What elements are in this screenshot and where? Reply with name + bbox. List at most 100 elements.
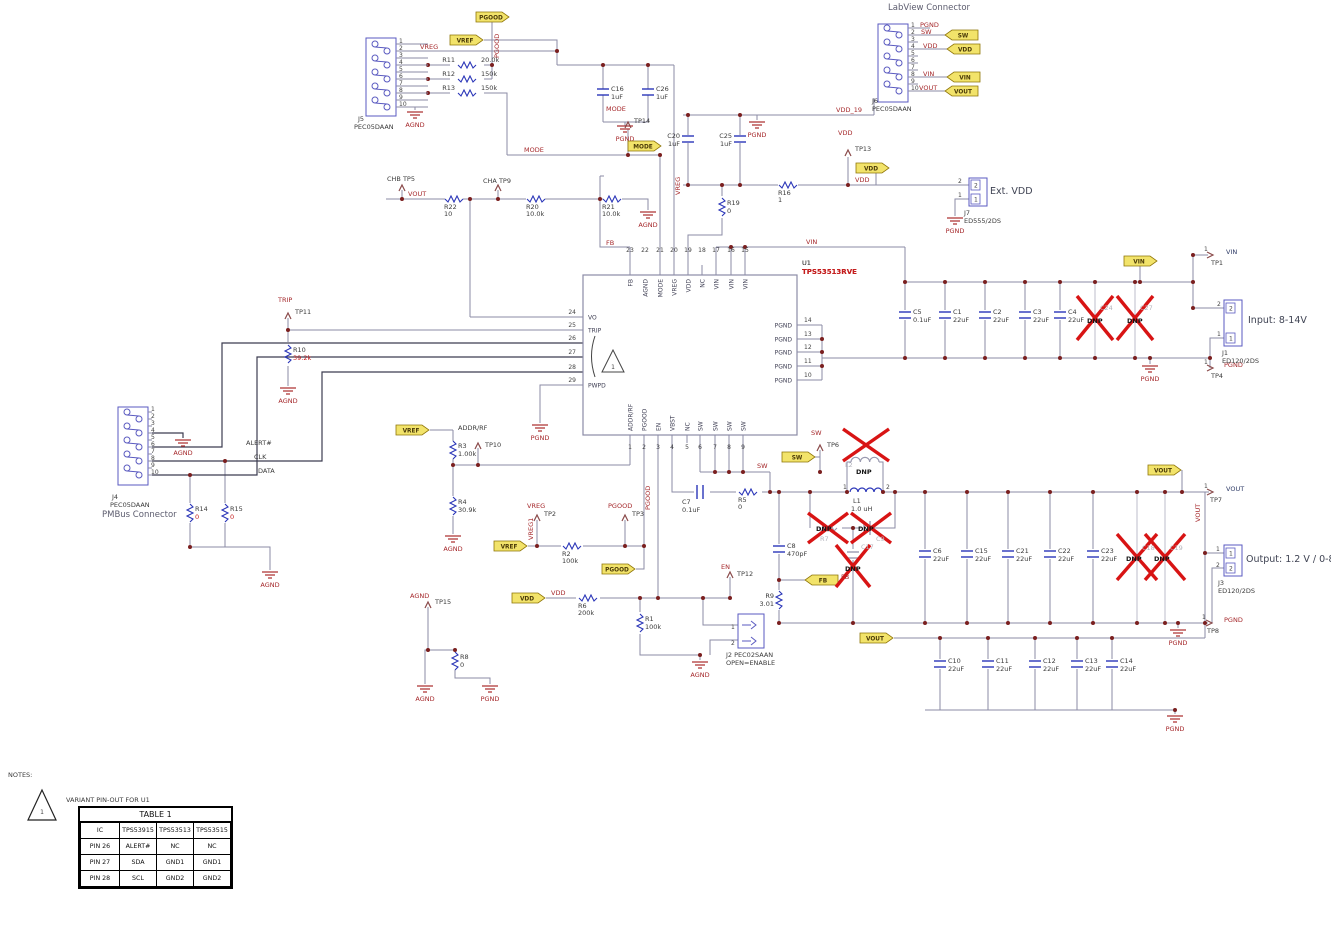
label-1: 1 (1217, 331, 1221, 338)
u1-pin-number: 23 (626, 247, 634, 254)
junction-dot (965, 490, 969, 494)
label-22uf: 22uF (933, 555, 949, 563)
u1-pin-number: 9 (741, 444, 745, 451)
pin-circle (895, 73, 903, 81)
label-470pf: 470pF (787, 550, 808, 558)
junction-dot (768, 490, 772, 494)
junction-dot (1091, 621, 1095, 625)
pin-circle (895, 45, 903, 53)
junction-dot (453, 648, 457, 652)
label-0-1uf: 0.1uF (913, 316, 931, 324)
label-0-1uf: 0.1uF (682, 506, 700, 514)
label-tp7: TP7 (1209, 496, 1222, 504)
pin-number: 9 (151, 462, 155, 469)
label-open-enable: OPEN=ENABLE (726, 659, 775, 667)
label-r15: R15 (230, 505, 243, 513)
testpoint-icon (398, 183, 406, 192)
junction-dot (1093, 280, 1097, 284)
pin-number: 5 (911, 50, 915, 57)
junction-dot (777, 621, 781, 625)
u1-pin-name: SW (713, 421, 720, 431)
u1-pin-name: PGND (775, 364, 793, 371)
pin-circle (895, 59, 903, 67)
agnd-label: AGND (405, 121, 424, 129)
label-tp12: TP12 (736, 570, 753, 578)
testpoint-icon (424, 600, 432, 609)
connector-j5 (365, 37, 397, 117)
label-vin: VIN (1226, 248, 1237, 256)
label-j5: J5 (357, 115, 364, 123)
junction-dot (1135, 490, 1139, 494)
pin-number: 4 (399, 59, 403, 66)
label-r1: R1 (645, 615, 654, 623)
label-r11: R11 (442, 56, 455, 64)
junction-dot (496, 197, 500, 201)
pin-circle (383, 47, 391, 55)
agnd-label: AGND (173, 449, 192, 457)
junction-dot (1173, 708, 1177, 712)
label-clk: CLK (254, 453, 267, 461)
junction-dot (820, 350, 824, 354)
junction-dot (777, 578, 781, 582)
pin-number: 6 (399, 73, 403, 80)
net-flag-label: VREF (403, 428, 420, 434)
junction-dot (656, 596, 660, 600)
label-vreg: VREG (527, 502, 545, 510)
dnp-x-mark (1143, 532, 1187, 582)
u1-pin-number: 25 (568, 322, 576, 329)
dnp-x-mark (806, 511, 850, 545)
resistor-glyph (602, 194, 622, 204)
u1-pin-number: 13 (804, 331, 812, 338)
junction-dot (701, 596, 705, 600)
label-data: DATA (258, 467, 275, 475)
junction-dot (820, 364, 824, 368)
label-mode: MODE (606, 105, 626, 113)
variant-triangle (601, 348, 625, 373)
testpoint-icon (621, 513, 629, 522)
inductor-l1 (849, 487, 883, 493)
u1-pin-number: 4 (670, 444, 674, 451)
junction-dot (1048, 621, 1052, 625)
testpoint-icon (533, 513, 541, 522)
label-pgood: PGOOD (644, 486, 652, 510)
connector-2pin (1223, 544, 1243, 577)
label-c21: C21 (1016, 547, 1029, 555)
label-tp14: TP14 (633, 117, 650, 125)
table-cell: PIN 26 (80, 838, 120, 855)
junction-dot (1203, 621, 1207, 625)
pgnd-label: PGND (531, 434, 550, 442)
pin-circle (123, 464, 131, 472)
label-22uf: 22uF (1120, 665, 1136, 673)
u1-pin-name: PGOOD (642, 408, 649, 431)
table-cell: GND1 (156, 854, 194, 871)
net-flag-label: FB (819, 578, 828, 584)
label-2: 2 (886, 484, 890, 491)
testpoint-icon (624, 120, 632, 129)
junction-dot (1191, 253, 1195, 257)
label-1uf: 1uF (656, 93, 668, 101)
u1-pin-number: 28 (568, 364, 576, 371)
junction-dot (223, 459, 227, 463)
pin-circle (883, 66, 891, 74)
label-22uf: 22uF (1016, 555, 1032, 563)
dnp-x-mark (1075, 294, 1115, 342)
u1-pin-name: TRIP (587, 328, 602, 335)
resistor-glyph (448, 496, 458, 516)
table-header-cell: TPS53915 (119, 822, 157, 839)
label-150k: 150k (481, 84, 497, 92)
pin-circle (135, 429, 143, 437)
junction-dot (698, 653, 702, 657)
label-r20: R20 (526, 203, 539, 211)
table-cell: GND1 (193, 854, 231, 871)
label-tp11: TP11 (294, 308, 311, 316)
resistor-glyph (578, 593, 598, 603)
u1-pin-name: SW (741, 421, 748, 431)
net-flag-vref (449, 34, 484, 46)
pin-number: 7 (911, 64, 915, 71)
label-22uf: 22uF (1043, 665, 1059, 673)
junction-dot (1203, 551, 1207, 555)
pin-hook (126, 470, 140, 473)
notes-text: VARIANT PIN-OUT FOR U1 (66, 796, 150, 804)
testpoint-icon (474, 441, 482, 450)
